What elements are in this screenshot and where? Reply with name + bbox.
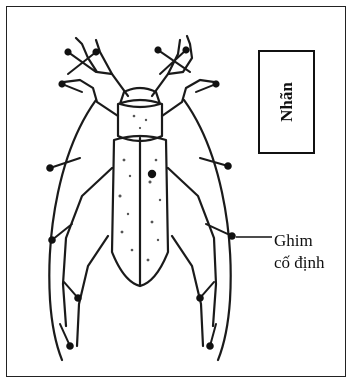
left-antenna xyxy=(76,38,128,96)
pin-caption-line1: Ghim xyxy=(274,232,313,249)
body-pin-head xyxy=(148,170,156,178)
label-box: Nhãn xyxy=(258,50,315,154)
pin-caption-line2: cố định xyxy=(274,254,325,271)
left-front-leg xyxy=(64,80,118,116)
left-hind-leg xyxy=(77,236,108,346)
label-box-text: Nhãn xyxy=(277,82,297,122)
left-mid-leg xyxy=(63,168,112,326)
right-hind-leg xyxy=(172,236,203,346)
right-front-leg xyxy=(162,80,214,116)
right-mid-leg xyxy=(168,168,216,326)
beetle-head xyxy=(120,88,160,107)
